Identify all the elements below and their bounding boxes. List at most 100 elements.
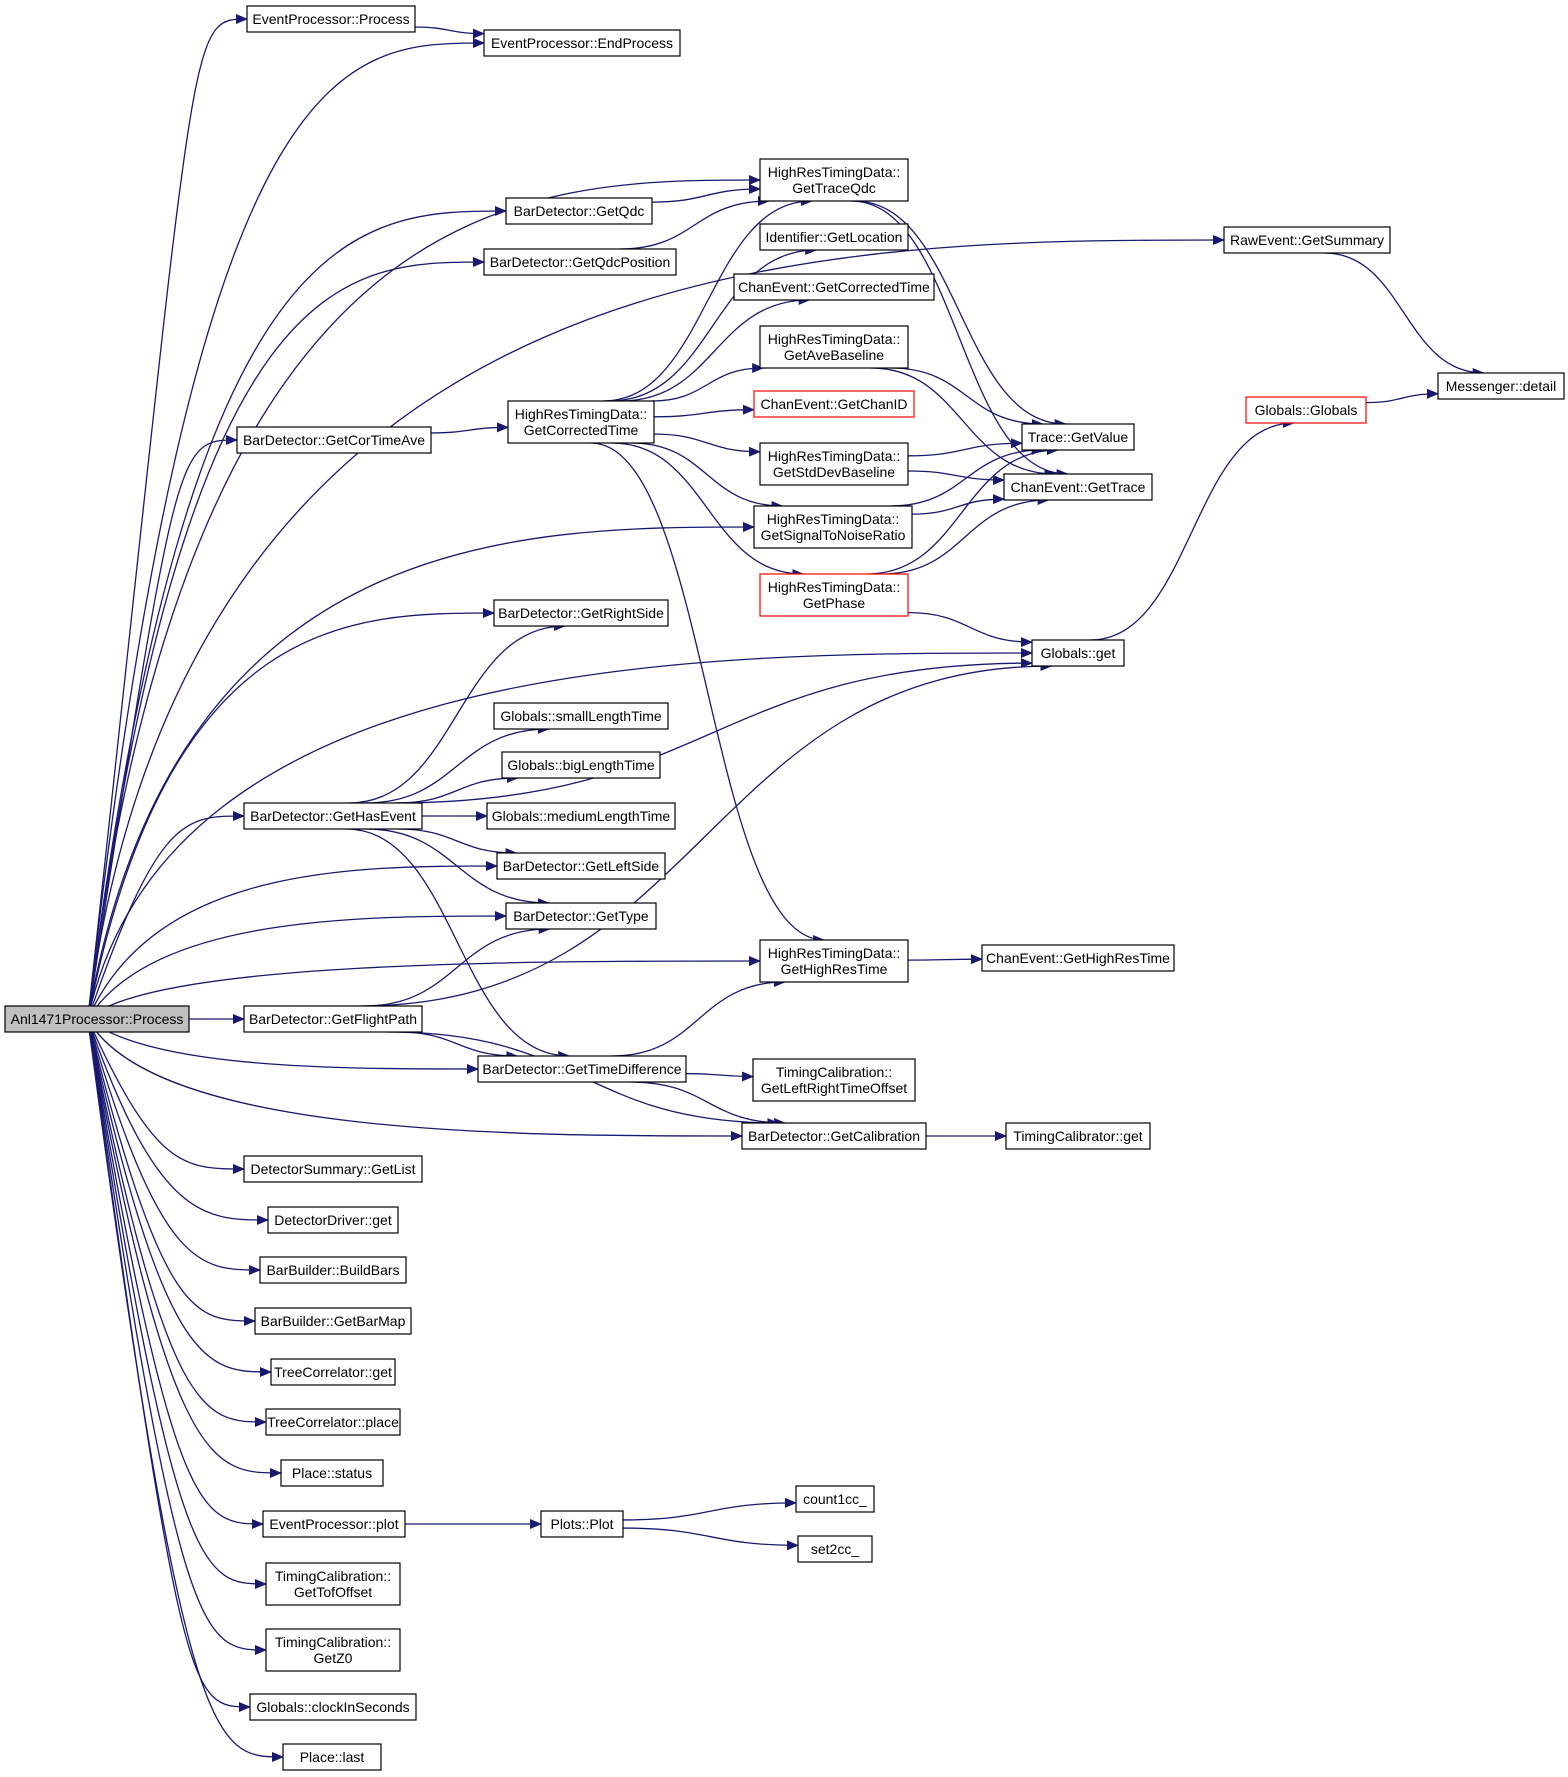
node-bd-getleftside[interactable]: BarDetector::GetLeftSide (496, 852, 666, 880)
node-globals-clockinseconds[interactable]: Globals::clockInSeconds (249, 1693, 417, 1721)
node-bd-getcalibration[interactable]: BarDetector::GetCalibration (741, 1122, 927, 1150)
node-hrt-getsignaltonoise[interactable]: HighResTimingData::GetSignalToNoiseRatio (753, 505, 913, 549)
node-tc-getleftrighttimeoffset[interactable]: TimingCalibration::GetLeftRightTimeOffse… (752, 1058, 916, 1102)
edge-hrt-getavebaseline-to-trace-getvalue (890, 367, 1044, 429)
node-ep-endprocess[interactable]: EventProcessor::EndProcess (483, 29, 681, 57)
node-box (507, 400, 655, 444)
node-globals-get[interactable]: Globals::get (1031, 639, 1125, 667)
node-set2cc[interactable]: set2cc_ (797, 1535, 873, 1563)
node-bd-getrightside[interactable]: BarDetector::GetRightSide (493, 599, 669, 627)
node-box (795, 1485, 875, 1513)
node-label: Plots::Plot (550, 1516, 613, 1532)
node-box (483, 248, 677, 276)
node-ce-getchanid[interactable]: ChanEvent::GetChanID (753, 390, 915, 418)
call-nodes: Anl1471Processor::ProcessEventProcessor:… (4, 5, 1565, 1771)
node-box (265, 1628, 401, 1672)
node-label: GetStdDevBaseline (773, 464, 895, 480)
node-box (486, 802, 676, 830)
node-hrt-getphase[interactable]: HighResTimingData::GetPhase (759, 573, 909, 617)
node-label: EventProcessor::EndProcess (491, 35, 673, 51)
node-box (259, 1256, 407, 1284)
node-trace-getvalue[interactable]: Trace::GetValue (1021, 423, 1135, 451)
node-tc-getz0[interactable]: TimingCalibration::GetZ0 (265, 1628, 401, 1672)
node-plots-plot[interactable]: Plots::Plot (540, 1510, 624, 1538)
node-label: Globals::get (1041, 645, 1116, 661)
node-label: GetZ0 (314, 1650, 353, 1666)
node-raw-getsummary[interactable]: RawEvent::GetSummary (1223, 226, 1391, 254)
node-globals-biglengthtime[interactable]: Globals::bigLengthTime (501, 751, 661, 779)
node-bd-gettype[interactable]: BarDetector::GetType (505, 902, 657, 930)
edge-root-to-tcor-place (87, 1018, 267, 1427)
node-bd-getflightpath[interactable]: BarDetector::GetFlightPath (243, 1005, 423, 1033)
node-bd-getqdcposition[interactable]: BarDetector::GetQdcPosition (483, 248, 677, 276)
node-box (759, 442, 909, 486)
node-hrt-gettraceqdc[interactable]: HighResTimingData::GetTraceQdc (759, 158, 909, 202)
node-tcal-get[interactable]: TimingCalibrator::get (1005, 1122, 1151, 1150)
node-label: GetCorrectedTime (524, 422, 639, 438)
node-box (759, 325, 909, 369)
node-hrt-gethighrestime[interactable]: HighResTimingData::GetHighResTime (759, 939, 909, 983)
edge-raw-getsummary-to-messenger-detail (1324, 252, 1485, 378)
node-ce-gethighrestime[interactable]: ChanEvent::GetHighResTime (981, 944, 1175, 972)
node-box (501, 751, 661, 779)
node-dd-get[interactable]: DetectorDriver::get (267, 1206, 399, 1234)
node-box (280, 1459, 384, 1487)
edge-root-to-bd-getqdc (87, 206, 507, 1020)
node-box (1031, 639, 1125, 667)
edge-bd-gethasevent-to-bd-getleftside (397, 828, 518, 858)
edge-hrt-gettraceqdc-to-trace-getvalue (853, 200, 1067, 429)
node-label: Trace::GetValue (1028, 429, 1129, 445)
edge-root-to-tcor-get (87, 1018, 272, 1377)
edge-bd-gethasevent-to-globals-get (392, 658, 1033, 804)
edge-root-to-ds-getlist (87, 1018, 245, 1174)
edge-root-to-bd-getrightside (87, 608, 495, 1020)
edge-bd-gettimedifference-to-bd-getcalibration (630, 1081, 787, 1128)
node-bb-getbarmap[interactable]: BarBuilder::GetBarMap (254, 1307, 412, 1335)
node-label: GetHighResTime (781, 961, 888, 977)
node-bd-getqdc[interactable]: BarDetector::GetQdc (505, 197, 653, 225)
node-root[interactable]: Anl1471Processor::Process (4, 1005, 190, 1033)
node-label: HighResTimingData:: (767, 511, 900, 527)
node-bd-gettimedifference[interactable]: BarDetector::GetTimeDifference (477, 1055, 687, 1083)
edge-hrt-getphase-to-trace-getvalue (866, 445, 1059, 575)
node-tcor-place[interactable]: TreeCorrelator::place (265, 1408, 401, 1436)
node-label: HighResTimingData:: (768, 579, 901, 595)
node-label: TimingCalibration:: (776, 1064, 892, 1080)
node-messenger-detail[interactable]: Messenger::detail (1437, 372, 1565, 400)
node-label: Globals::Globals (1255, 402, 1358, 418)
node-box (483, 29, 681, 57)
node-box (759, 223, 909, 251)
node-ce-gettrace[interactable]: ChanEvent::GetTrace (1003, 473, 1153, 501)
node-label: BarDetector::GetRightSide (498, 605, 664, 621)
call-edges (87, 14, 1485, 1762)
node-ce-getcorrectedtime[interactable]: ChanEvent::GetCorrectedTime (733, 273, 935, 301)
node-ep-plot[interactable]: EventProcessor::plot (262, 1510, 406, 1538)
node-bd-getcortimeave[interactable]: BarDetector::GetCorTimeAve (236, 426, 432, 454)
node-globals-smalllengthtime[interactable]: Globals::smallLengthTime (493, 702, 669, 730)
node-box (243, 1155, 423, 1183)
node-id-getlocation[interactable]: Identifier::GetLocation (759, 223, 909, 251)
node-globals-mediumlengthtime[interactable]: Globals::mediumLengthTime (486, 802, 676, 830)
node-label: GetPhase (803, 595, 865, 611)
node-hrt-getcorrectedtime[interactable]: HighResTimingData::GetCorrectedTime (507, 400, 655, 444)
node-bb-buildbars[interactable]: BarBuilder::BuildBars (259, 1256, 407, 1284)
node-globals-globals[interactable]: Globals::Globals (1245, 396, 1367, 424)
node-box (1003, 473, 1153, 501)
node-place-last[interactable]: Place::last (282, 1743, 382, 1771)
edge-hrt-getcorrectedtime-to-ce-getcorrectedtime (620, 295, 811, 402)
node-place-status[interactable]: Place::status (280, 1459, 384, 1487)
node-box (249, 1693, 417, 1721)
node-label: GetTofOffset (294, 1584, 372, 1600)
node-label: GetSignalToNoiseRatio (761, 527, 906, 543)
node-label: Globals::smallLengthTime (500, 708, 662, 724)
node-bd-gethasevent[interactable]: BarDetector::GetHasEvent (243, 802, 423, 830)
edge-hrt-getcorrectedtime-to-hrt-getphase (611, 442, 805, 579)
node-count1cc[interactable]: count1cc_ (795, 1485, 875, 1513)
node-ds-getlist[interactable]: DetectorSummary::GetList (243, 1155, 423, 1183)
node-tcor-get[interactable]: TreeCorrelator::get (270, 1358, 396, 1386)
edge-hrt-getcorrectedtime-to-hrt-getsignaltonoise (631, 442, 784, 511)
node-hrt-getstddevbaseline[interactable]: HighResTimingData::GetStdDevBaseline (759, 442, 909, 486)
node-tc-gettofoffset[interactable]: TimingCalibration::GetTofOffset (265, 1562, 401, 1606)
node-ep-process[interactable]: EventProcessor::Process (246, 5, 416, 33)
node-hrt-getavebaseline[interactable]: HighResTimingData::GetAveBaseline (759, 325, 909, 369)
